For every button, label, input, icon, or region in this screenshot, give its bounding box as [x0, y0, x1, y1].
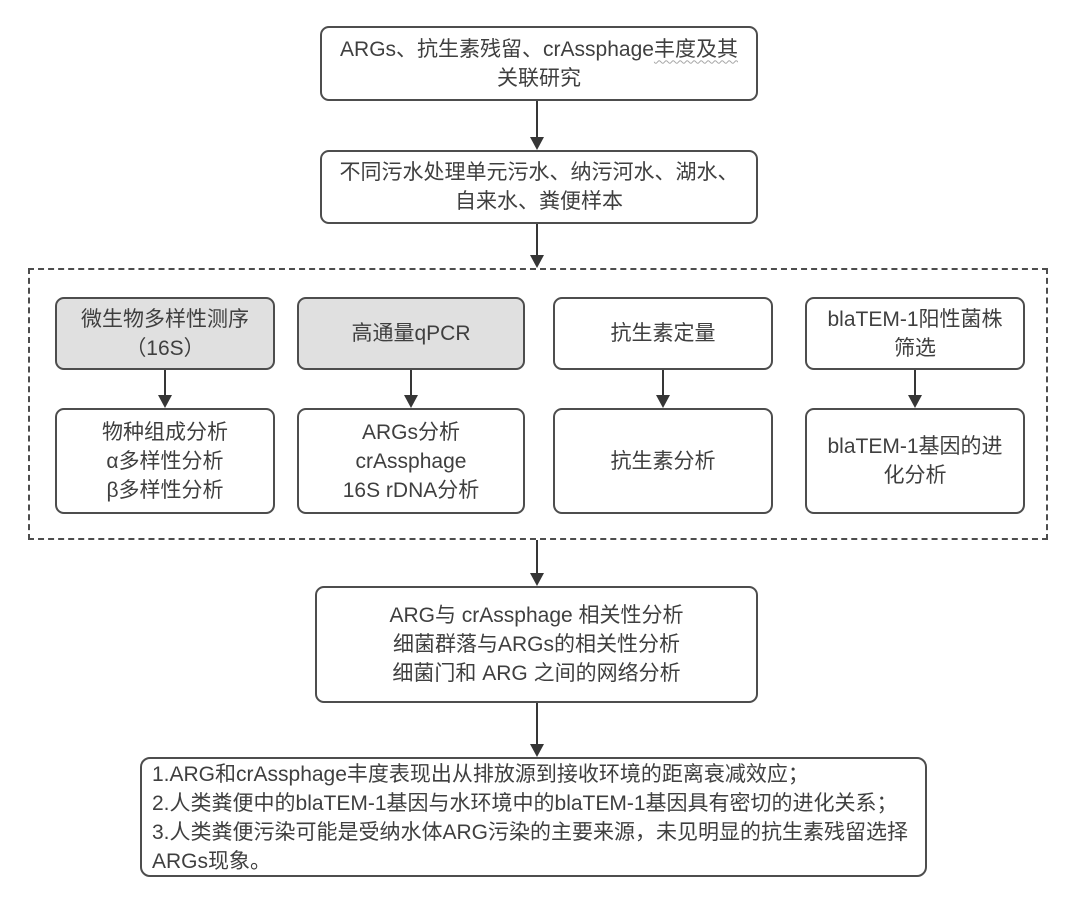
flow-arrow	[529, 101, 545, 150]
analysis-box-blatem1-evolution: blaTEM-1基因的进 化分析	[805, 408, 1025, 514]
conclusion-item: 1.ARG和crAssphage丰度表现出从排放源到接收环境的距离衰减效应；	[152, 763, 809, 786]
method-box-microbial-diversity-sequencing: 微生物多样性测序 （16S）	[55, 297, 275, 370]
analysis-box-args-crassphage: ARGs分析 crAssphage 16S rDNA分析	[297, 408, 525, 514]
flow-arrow	[529, 540, 545, 586]
flow-arrow	[529, 224, 545, 268]
method-box-blatem1-positive-strain-screening: blaTEM-1阳性菌株 筛选	[805, 297, 1025, 370]
flow-arrow	[529, 703, 545, 757]
method-box-antibiotic-quantification: 抗生素定量	[553, 297, 773, 370]
title-text-underlined: 丰度及其	[653, 37, 738, 61]
methods-panel	[28, 268, 1048, 540]
title-box-text: ARGs、抗生素残留、crAssphage丰度及其 关联研究	[340, 35, 738, 93]
flow-arrow	[655, 370, 671, 408]
correlation-analysis-box: ARG与 crAssphage 相关性分析 细菌群落与ARGs的相关性分析 细菌…	[315, 586, 758, 703]
analysis-box-antibiotics: 抗生素分析	[553, 408, 773, 514]
title-text-main: ARGs、抗生素残留、crAssphage	[340, 37, 654, 61]
flow-arrow	[157, 370, 173, 408]
conclusion-item: 2.人类粪便中的blaTEM-1基因与水环境中的blaTEM-1基因具有密切的进…	[152, 792, 898, 815]
samples-box: 不同污水处理单元污水、纳污河水、湖水、 自来水、粪便样本	[320, 150, 758, 224]
flow-arrow	[907, 370, 923, 408]
title-text-rest: 关联研究	[497, 66, 581, 90]
title-box: ARGs、抗生素残留、crAssphage丰度及其 关联研究	[320, 26, 758, 101]
flow-arrow	[403, 370, 419, 408]
conclusions-box: 1.ARG和crAssphage丰度表现出从排放源到接收环境的距离衰减效应； 2…	[140, 757, 927, 877]
conclusion-item: 3.人类粪便污染可能是受纳水体ARG污染的主要来源，未见明显的抗生素残留选择AR…	[152, 821, 909, 873]
method-box-high-throughput-qpcr: 高通量qPCR	[297, 297, 525, 370]
analysis-box-species-composition: 物种组成分析 α多样性分析 β多样性分析	[55, 408, 275, 514]
